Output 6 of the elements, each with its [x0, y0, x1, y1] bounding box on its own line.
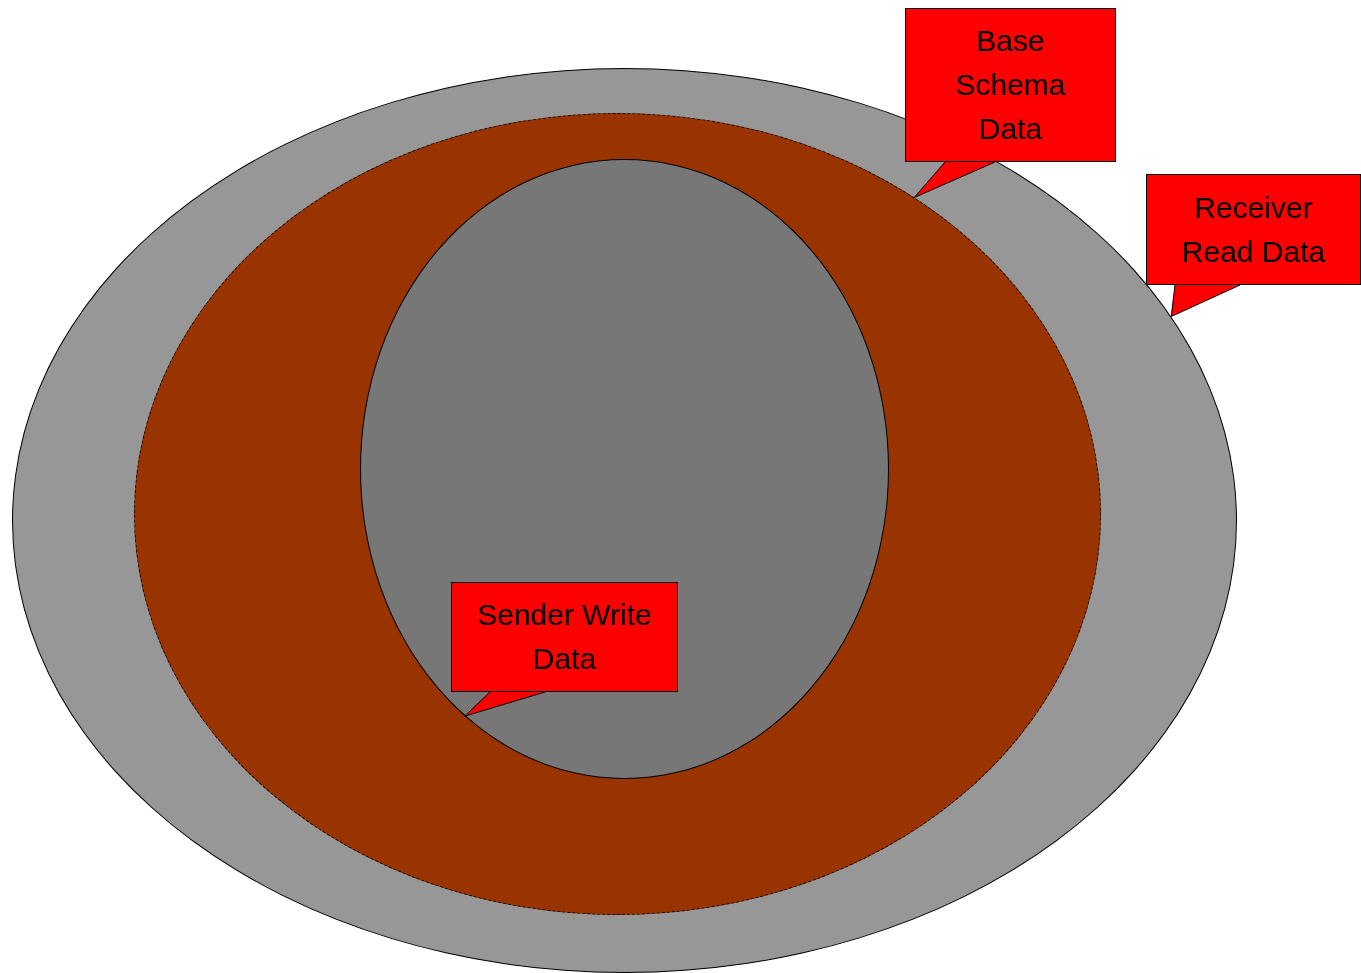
callout-text: Sender Write Data [476, 597, 653, 677]
callout-text: Receiver Read Data [1180, 189, 1327, 270]
callout-pointer [913, 161, 996, 198]
callout-pointer [1170, 284, 1241, 317]
callout-text: Base Schema Data [954, 23, 1067, 147]
callout-pointer [464, 691, 546, 717]
